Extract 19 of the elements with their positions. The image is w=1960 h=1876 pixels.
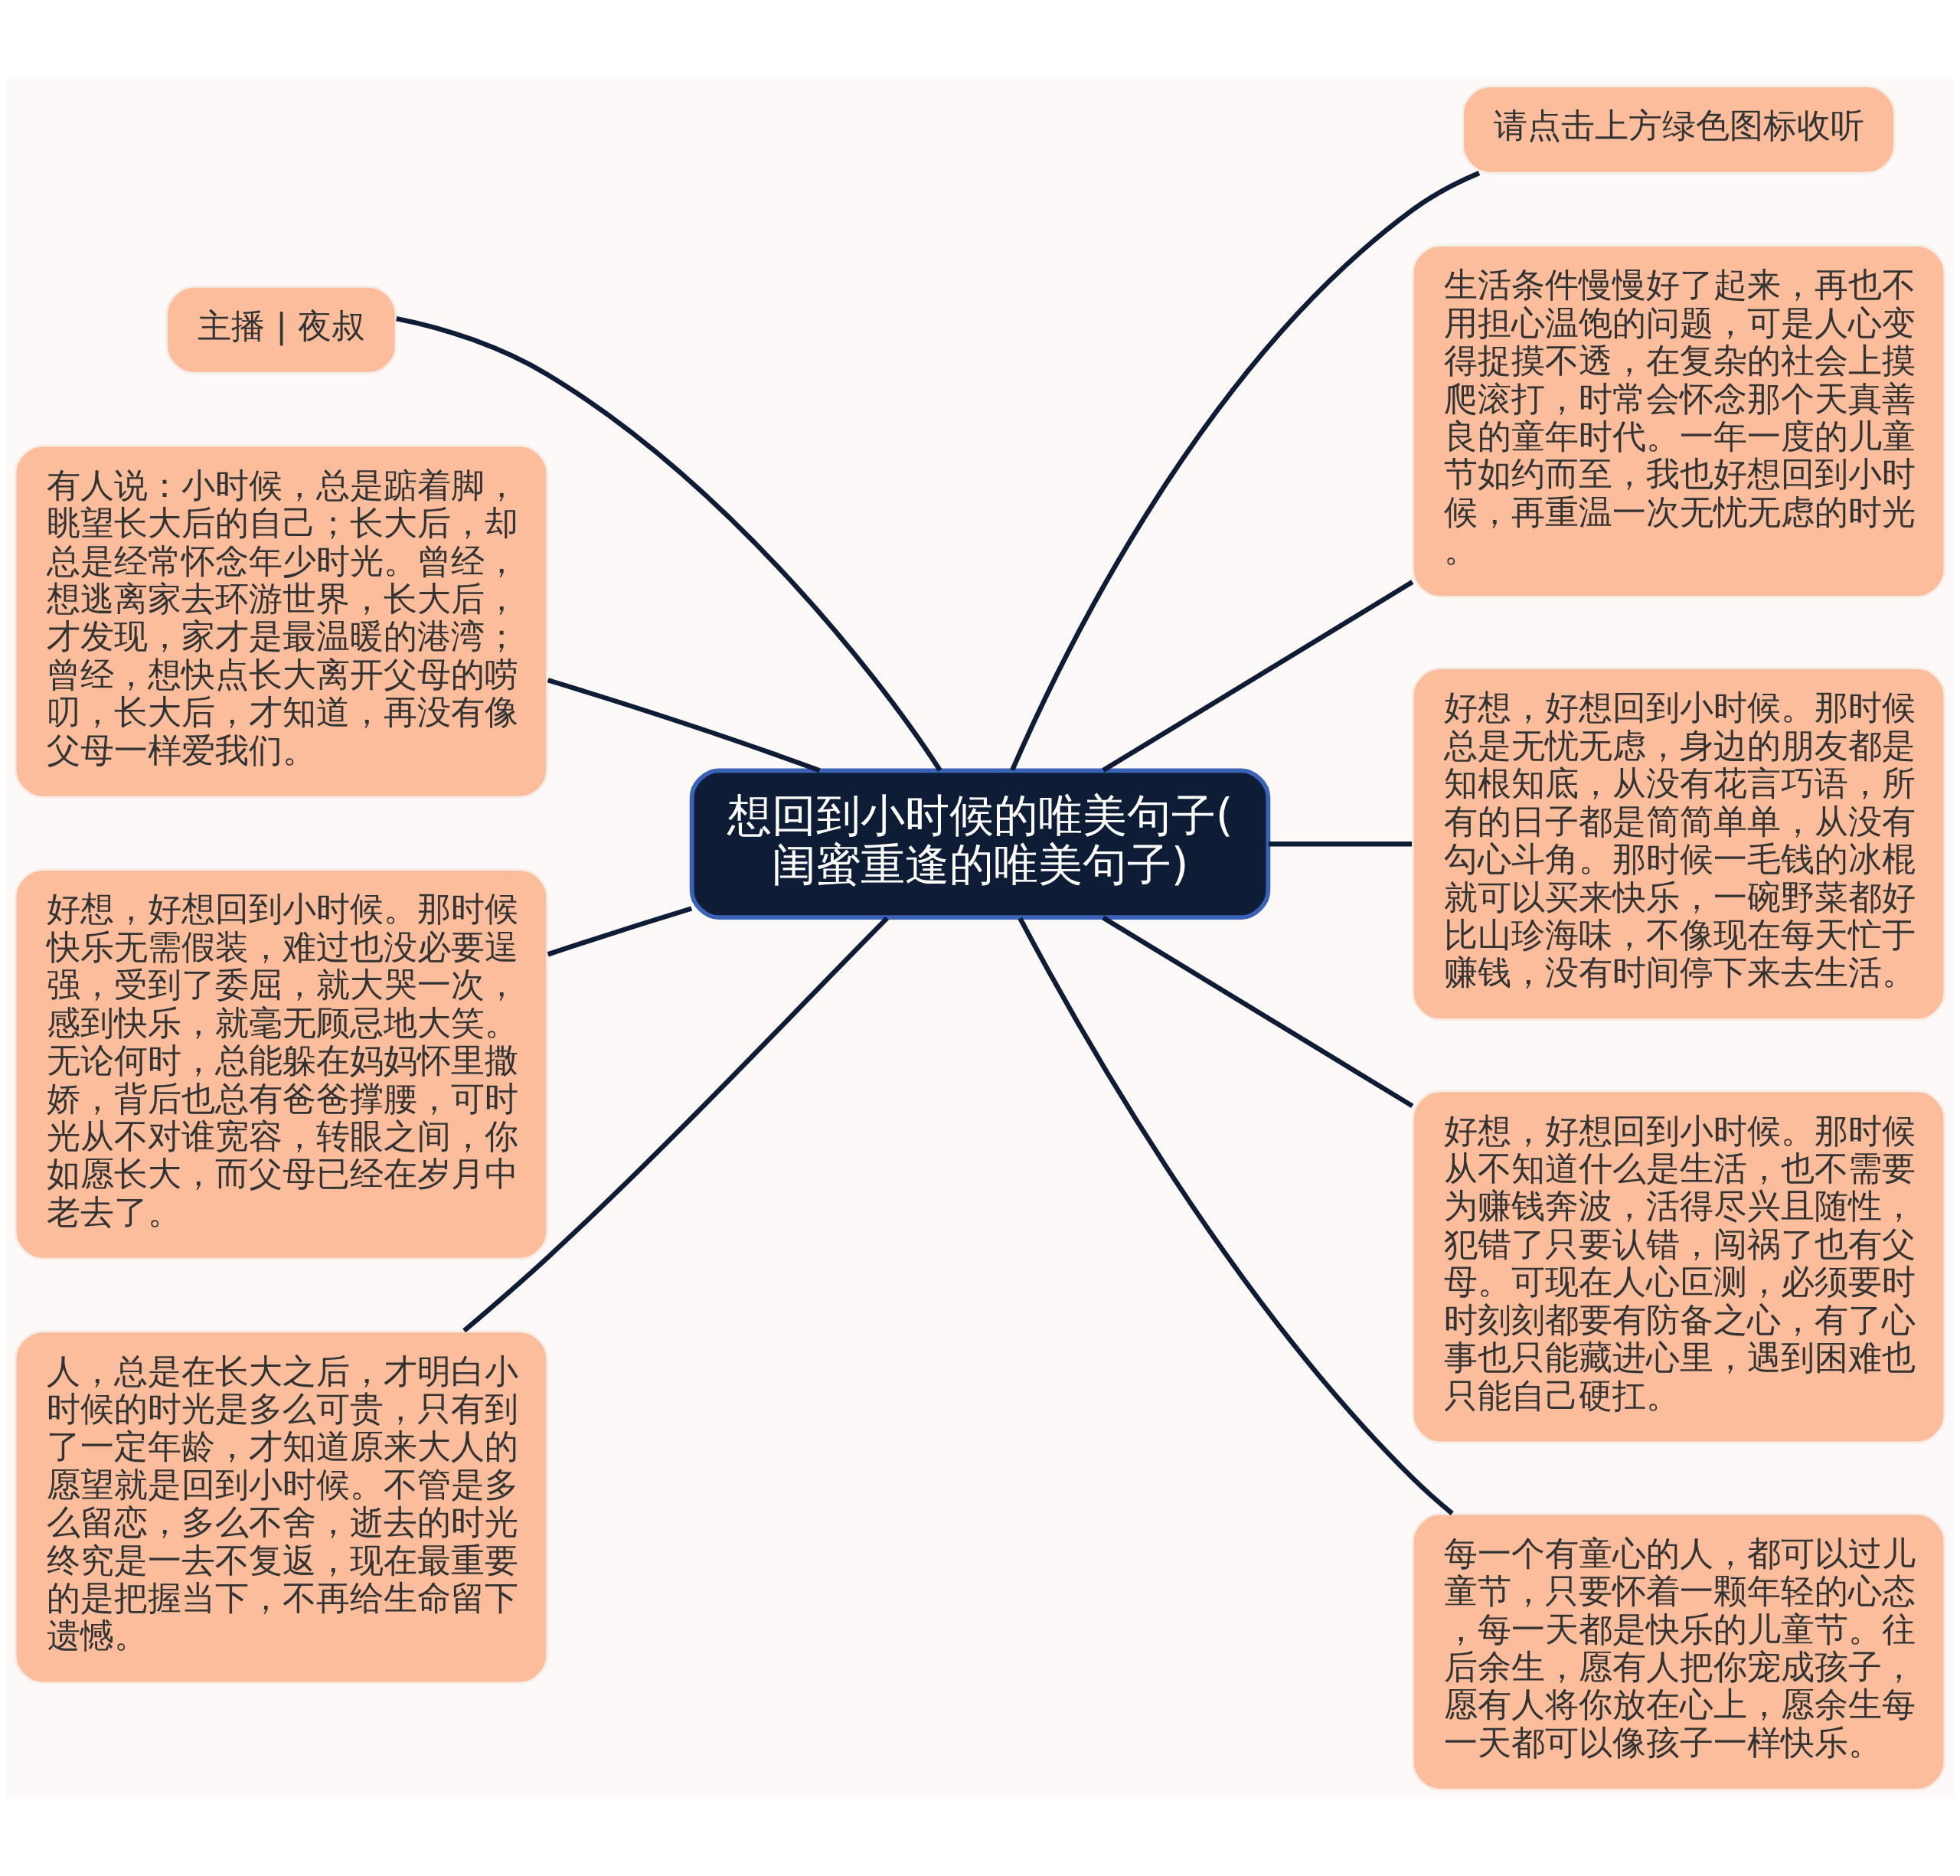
node-box: 主播 | 夜叔	[165, 285, 397, 374]
node-box: 人，总是在长大之后，才明白小时候的时光是多么可贵，只有到了一定年龄，才知道原来大人的愿望就是回到小时候。不管是多么留恋，多么不舍，逝去的时光终究是一去不复返，现在最重要的是把握当下，不再给生命留下遗憾。	[14, 1330, 549, 1685]
connector	[1102, 580, 1414, 773]
node-box: 有人说：小时候，总是踮着脚，眺望长大后的自己；长大后，却总是经常怀念年少时光。曾经，想逃离家去环游世界，长大后，才发现，家才是最温暖的港湾；曾经，想快点长大离开父母的唠叨，长大后，才知道，再没有像父母一样爱我们。	[14, 444, 549, 799]
connector	[1018, 917, 1454, 1515]
connector	[1268, 842, 1413, 847]
node-box: 想回到小时候的唯美句子(闺蜜重逢的唯美句子)	[689, 768, 1271, 920]
connector	[462, 916, 889, 1333]
node-box: 请点击上方绿色图标收听	[1462, 85, 1896, 175]
node-box: 每一个有童心的人，都可以过儿童节，只要怀着一颗年轻的心态，每一天都是快乐的儿童节。往后余生，愿有人把你宠成孩子，愿有人将你放在心上，愿余生每一天都可以像孩子一样快乐。	[1411, 1512, 1946, 1791]
node-box: 好想，好想回到小时候。那时候从不知道什么是生活，也不需要为赚钱奔波，活得尽兴且随性，犯错了只要认错，闯祸了也有父母。可现在人心叵测，必须要时时刻刻都要有防备之心，有了心事也只能藏进心里，遇到困难也只能自己硬扛。	[1411, 1090, 1946, 1444]
connector	[547, 906, 693, 957]
connector	[396, 315, 942, 772]
node-box: 好想，好想回到小时候。那时候总是无忧无虑，身边的朋友都是知根知底，从没有花言巧语，所有的日子都是简简单单，从没有勾心斗角。那时候一毛钱的冰棍就可以买来快乐，一碗野菜都好比山珍海味，不像现在每天忙于赚钱，没有时间停下来去生活。	[1411, 667, 1946, 1021]
node-box: 生活条件慢慢好了起来，再也不用担心温饱的问题，可是人心变得捉摸不透，在复杂的社会上摸爬滚打，时常会怀念那个天真善良的童年时代。一年一度的儿童节如约而至，我也好想回到小时候，再重温一次无忧无虑的时光。	[1411, 243, 1946, 599]
node-box: 好想，好想回到小时候。那时候快乐无需假装，难过也没必要逞强，受到了委屈，就大哭一次，感到快乐，就毫无顾忌地大笑。无论何时，总能躲在妈妈怀里撒娇，背后也总有爸爸撑腰，可时光从不对谁宽容，转眼之间，你如愿长大，而父母已经在岁月中老去了。	[14, 868, 549, 1260]
connector	[1010, 171, 1481, 772]
connector	[1102, 915, 1414, 1109]
connector	[547, 678, 821, 773]
